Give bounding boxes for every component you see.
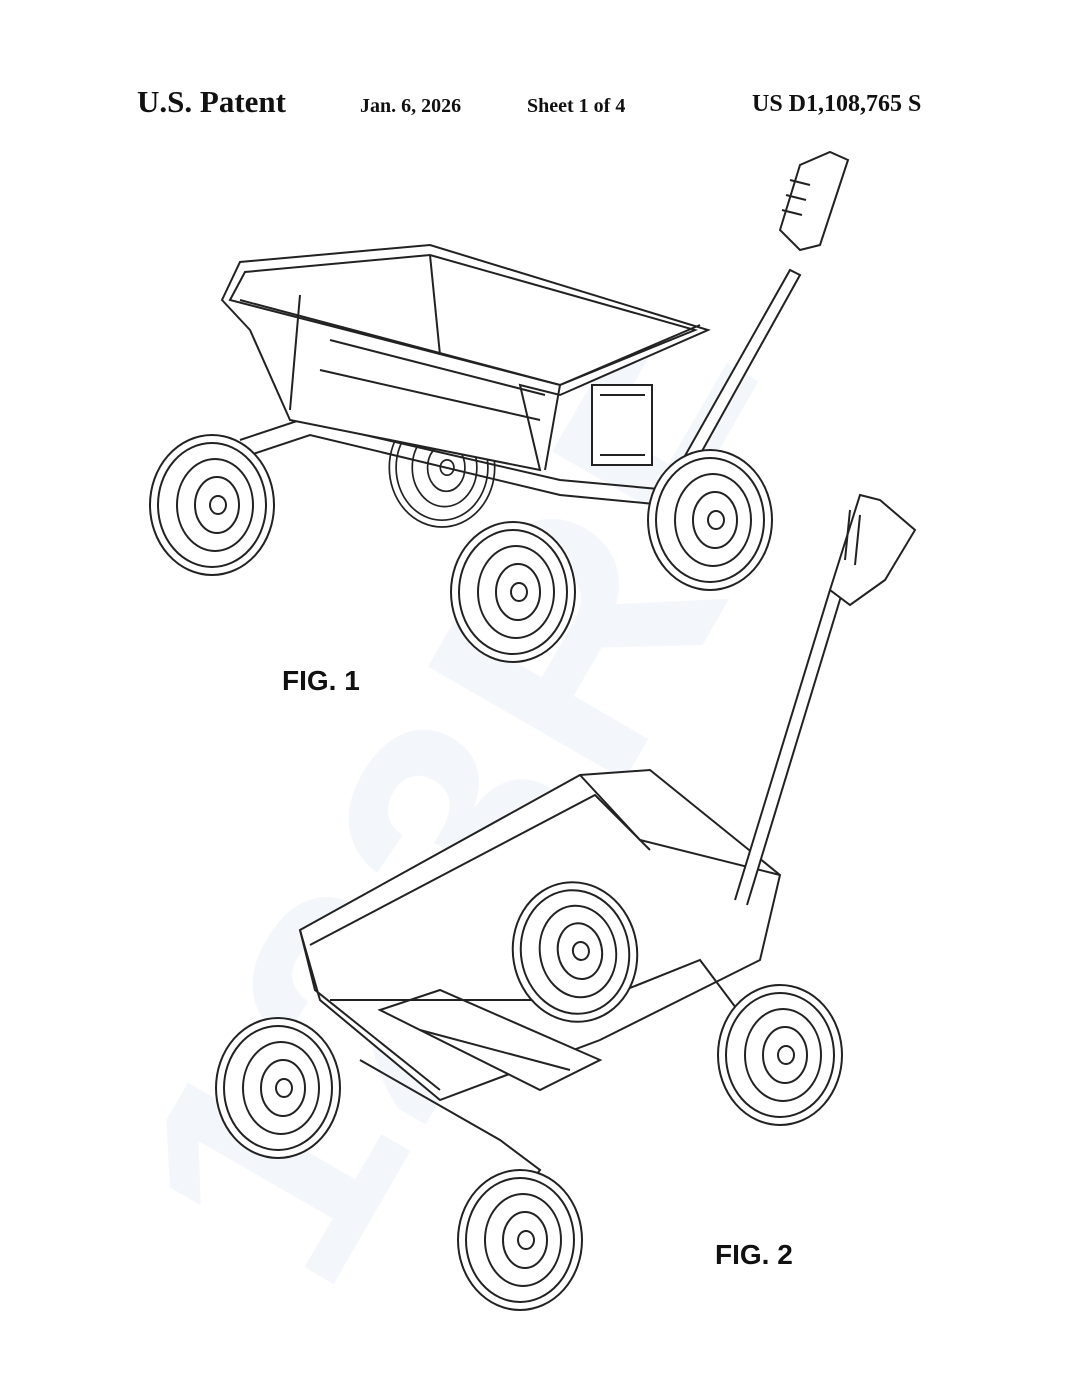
patent-number: US D1,108,765 S	[752, 91, 922, 117]
figure-2-label: FIG. 2	[715, 1239, 793, 1270]
patent-date: Jan. 6, 2026	[360, 95, 462, 117]
figure-2-wagon	[215, 493, 917, 1311]
sheet-number: Sheet 1 of 4	[527, 95, 626, 117]
figure-1-wagon	[149, 150, 850, 663]
patent-title: U.S. Patent	[137, 84, 286, 119]
figure-1-label: FIG. 1	[282, 665, 360, 696]
